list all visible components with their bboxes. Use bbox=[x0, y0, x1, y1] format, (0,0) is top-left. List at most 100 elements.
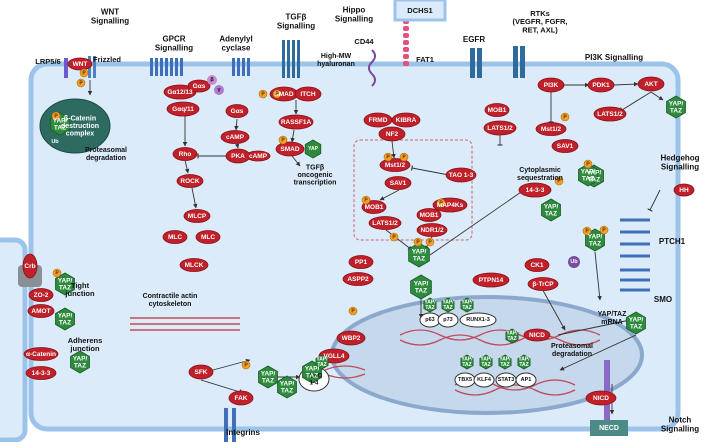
phospho-p bbox=[241, 360, 251, 370]
gpcr-helix bbox=[170, 58, 173, 76]
activation-arrow bbox=[650, 91, 664, 101]
protein-label-mlcp: MLCP bbox=[188, 213, 207, 220]
protein-mst bbox=[379, 158, 411, 172]
activation-arrow bbox=[613, 81, 639, 87]
protein-gas bbox=[187, 79, 211, 93]
protein-label-mlck: MLCK bbox=[185, 262, 204, 269]
activation-arrow bbox=[557, 318, 631, 336]
phospho-p bbox=[51, 111, 61, 121]
yaptaz-5 bbox=[55, 307, 75, 331]
phospho-p-label: P bbox=[585, 229, 589, 235]
protein-label-mob1b: MOB1 bbox=[420, 212, 439, 219]
protein-label-gas: Gαs bbox=[193, 83, 206, 90]
yaptaz-4 bbox=[55, 272, 75, 296]
yaptaz-7 bbox=[408, 242, 430, 268]
phospho-p bbox=[79, 68, 89, 78]
adenylyl-cyclase bbox=[232, 58, 235, 76]
header-lrp: LRP5/6 bbox=[35, 57, 60, 66]
protein-label-sav: SAV1 bbox=[390, 180, 407, 187]
tf-label-stat3: STAT3 bbox=[498, 377, 515, 383]
header-smo: SMO bbox=[654, 295, 672, 304]
yaptaz-nuc-entry-label: YAP/TAZ bbox=[280, 380, 295, 394]
protein-label-vgll4: VGLL4 bbox=[324, 353, 345, 360]
header-cd44: CD44 bbox=[354, 37, 374, 46]
tf-label-p73: p73 bbox=[443, 317, 452, 323]
yaptaz-10-label: YAP/TAZ bbox=[305, 365, 320, 379]
activation-arrow bbox=[429, 189, 525, 256]
yaptaz-6 bbox=[70, 350, 90, 374]
phospho-p bbox=[361, 195, 371, 205]
activation-arrow bbox=[594, 251, 602, 301]
activation-arrow bbox=[385, 229, 413, 251]
gpcr-helix bbox=[160, 58, 163, 76]
protein-label-p1433a: 14-3-3 bbox=[32, 370, 51, 377]
yaptaz-nuc-6-label: YAP/TAZ bbox=[518, 357, 530, 369]
protein-label-p1433b: 14-3-3 bbox=[526, 187, 545, 194]
yaptaz-cyto-label: YAP/TAZ bbox=[581, 168, 596, 182]
activation-arrow bbox=[234, 143, 240, 149]
yaptaz-nuc-6 bbox=[517, 354, 531, 370]
phospho-p bbox=[425, 237, 435, 247]
yaptaz-nuc-0 bbox=[423, 297, 437, 313]
protein-sfk bbox=[188, 364, 214, 380]
protein-fak bbox=[228, 390, 254, 406]
ptch1-receptor bbox=[620, 218, 650, 258]
tgfb-receptor bbox=[287, 40, 290, 78]
protein-label-hh: HH bbox=[679, 187, 689, 194]
yaptaz-nuc-entry bbox=[277, 375, 297, 399]
gpcr-helix bbox=[150, 58, 153, 76]
tf-label-p63: p63 bbox=[425, 317, 434, 323]
protein-label-wbp2: WBP2 bbox=[342, 335, 361, 342]
yaptaz-9-label: YAP/TAZ bbox=[261, 370, 276, 384]
protein-label-mst_r: Mst1/2 bbox=[541, 126, 562, 133]
header-pi3k: PI3K Signalling bbox=[585, 53, 643, 62]
tf-label-ap1: AP1 bbox=[521, 377, 532, 383]
protein-pp1 bbox=[348, 255, 374, 269]
protein-label-nicd_in: NICD bbox=[529, 332, 545, 339]
phospho-p bbox=[383, 152, 393, 162]
yaptaz-11 bbox=[541, 198, 561, 222]
phospho-p bbox=[413, 237, 423, 247]
protein-label-rassf1a: RASSF1A bbox=[281, 119, 312, 126]
header-rtks: RTKs(VEGFR, FGFR,RET, AXL) bbox=[513, 9, 568, 35]
protein-rock bbox=[176, 174, 204, 188]
yaptaz-8 bbox=[410, 274, 432, 300]
phospho-p bbox=[52, 268, 62, 278]
phospho-p-label: P bbox=[351, 309, 355, 315]
phospho-p-label: P bbox=[386, 155, 390, 161]
cd44-receptor bbox=[368, 49, 376, 87]
protein-label-pi3k: PI3K bbox=[544, 82, 559, 89]
phospho-p-label: P bbox=[82, 71, 86, 77]
protein-amot bbox=[27, 304, 55, 318]
gpcr-helix bbox=[175, 58, 178, 76]
protein-kibra bbox=[391, 112, 421, 128]
tf-label-klf4: KLF4 bbox=[477, 377, 492, 383]
tgfb-receptor bbox=[297, 40, 300, 78]
yaptaz-nuc-8 bbox=[315, 354, 329, 370]
phospho-p bbox=[76, 78, 86, 88]
yaptaz-nuc-4-label: YAP/TAZ bbox=[480, 357, 492, 369]
yaptaz-2 bbox=[666, 95, 686, 119]
lrp-receptor bbox=[64, 58, 68, 78]
protein-crb bbox=[22, 253, 38, 279]
ubiquitin-ub2 bbox=[568, 256, 580, 268]
phospho-p bbox=[258, 89, 268, 99]
phospho-p-label: P bbox=[275, 92, 279, 98]
protein-label-tao: TAO 1-3 bbox=[449, 172, 474, 179]
inhibition-line bbox=[200, 379, 242, 395]
phospho-p-label: P bbox=[586, 162, 590, 168]
neighbor-cell bbox=[0, 237, 28, 443]
protein-label-rock: ROCK bbox=[180, 178, 199, 185]
tgfb-receptor bbox=[292, 40, 295, 78]
egfr-receptor bbox=[470, 48, 475, 78]
protein-label-mlc2: MLC bbox=[201, 234, 215, 241]
yaptaz-nuc-2 bbox=[460, 297, 474, 313]
protein-mlc2 bbox=[195, 230, 221, 244]
activation-arrow bbox=[234, 118, 239, 131]
